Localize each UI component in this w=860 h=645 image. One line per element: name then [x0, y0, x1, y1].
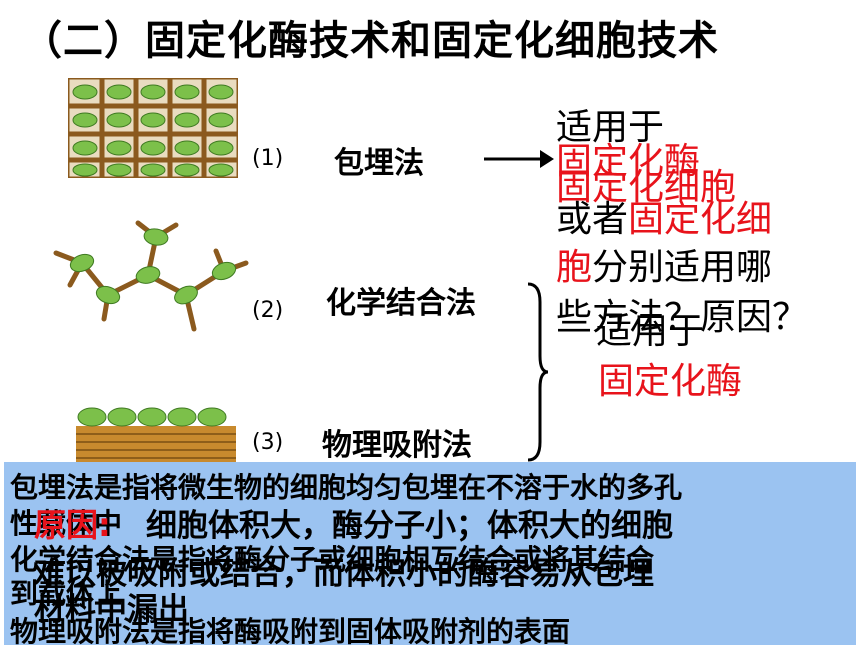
- adsorption-diagram: [76, 407, 236, 464]
- question-red-cell-part2: 胞: [556, 247, 593, 288]
- reason-line-2: 难以被吸附或结合，而体积小的酶容易从包埋: [34, 556, 654, 592]
- note-embedding-line-2: 性载体中: [10, 507, 123, 540]
- chemical-binding-diagram: [53, 220, 249, 332]
- note-embedding-line-1: 包埋法是指将微生物的细胞均匀包埋在不溶于水的多孔: [10, 471, 683, 504]
- method-number-3: (3): [252, 430, 284, 455]
- method-label-adsorption: 物理吸附法: [322, 428, 472, 463]
- embedding-diagram: [68, 78, 238, 178]
- question-which: 分别适用哪: [592, 247, 773, 288]
- note-chemical-line-1: 化学结合法是指将酶分子或细胞相互结合或将其结合: [10, 543, 655, 576]
- question-red-cell: 固定化细胞: [556, 167, 737, 208]
- reason-label: 原因:: [34, 506, 111, 544]
- reason-line-3: 材料中漏出: [34, 592, 189, 628]
- notes-panel: [4, 462, 856, 645]
- method-number-1: (1): [252, 146, 284, 171]
- question-red-cell-part1: 固定化细: [628, 199, 773, 240]
- method-number-2: (2): [252, 298, 284, 323]
- method-label-embedding: 包埋法: [334, 146, 424, 181]
- answer-applies-to: 适用于: [596, 311, 705, 352]
- reason-line-1: 细胞体积大，酶分子小；体积大的细胞: [146, 508, 673, 544]
- note-adsorption: 物理吸附法是指将酶吸附到固体吸附剂的表面: [10, 615, 571, 645]
- right-brace-icon: [527, 282, 549, 462]
- question-line-5: 些方法？原因？: [556, 297, 809, 338]
- question-line-3: 或者固定化细: [556, 199, 773, 240]
- method-label-chemical: 化学结合法: [326, 286, 476, 321]
- answer-immobilized-enzyme: 固定化酶: [598, 361, 743, 402]
- arrow-right-icon: [484, 150, 554, 168]
- question-red-enzyme: 固定化酶: [556, 141, 701, 182]
- question-line-4: 胞分别适用哪: [556, 247, 773, 288]
- question-or: 或者: [556, 199, 629, 240]
- slide-title: （二）固定化酶技术和固定化细胞技术: [22, 18, 719, 64]
- question-line-1: 适用于: [556, 107, 665, 148]
- note-chemical-line-2: 到载体上: [10, 577, 123, 610]
